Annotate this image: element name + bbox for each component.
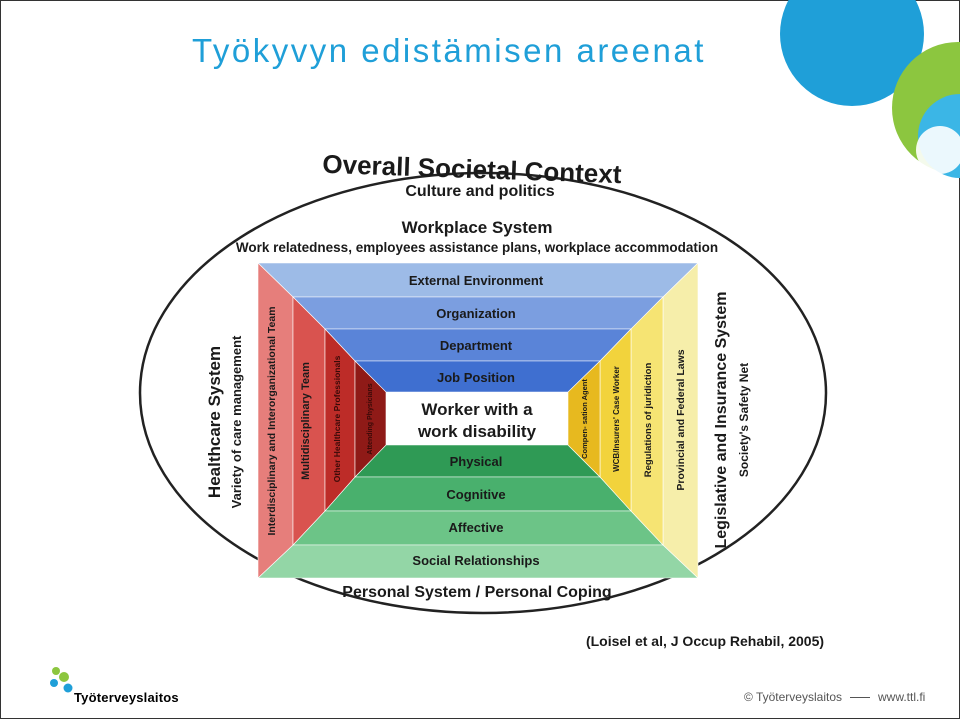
wcb-insurers-label: WCB/Insurers' Case Worker <box>612 366 621 472</box>
healthcare-system-subtitle: Variety of care management <box>229 335 244 508</box>
left-layers <box>257 262 387 579</box>
physical-label: Physical <box>450 454 503 469</box>
center-box <box>386 392 568 445</box>
multidisciplinary-team-label: Multidisciplinary Team <box>300 362 312 480</box>
workplace-system-title: Workplace System <box>402 218 553 237</box>
social-relationships-label: Social Relationships <box>412 553 539 568</box>
ttl-logo-icon <box>50 667 73 693</box>
legislative-system-subtitle: Society's Safety Net <box>737 363 751 477</box>
provincial-federal-laws-label: Provincial and Federal Laws <box>675 349 687 490</box>
workplace-system-subtitle: Work relatedness, employees assistance p… <box>236 240 718 255</box>
culture-politics-label: Culture and politics <box>405 183 554 200</box>
societal-context-ellipse <box>138 171 828 615</box>
external-environment-label: External Environment <box>409 273 544 288</box>
footer-url[interactable]: www.ttl.fi <box>878 690 926 704</box>
job-position-label: Job Position <box>437 370 515 385</box>
personal-system-label: Personal System / Personal Coping <box>342 584 611 601</box>
bottom-layers <box>257 444 699 579</box>
copyright-text: © Työterveyslaitos <box>744 690 842 704</box>
compensation-agent-label: Compen- sation Agent <box>580 379 589 459</box>
organization-label: Organization <box>436 306 516 321</box>
decorative-circles <box>780 0 960 178</box>
top-layers <box>257 262 699 393</box>
other-healthcare-label: Other Healthcare Professionals <box>332 355 342 482</box>
decor-circle-blue <box>780 0 924 106</box>
regulations-label: Regulations of juridiction <box>643 363 654 478</box>
cognitive-label: Cognitive <box>446 487 505 502</box>
footer-separator <box>850 697 870 699</box>
attending-physicians-label: Attending Physicians <box>367 383 374 454</box>
citation: (Loisel et al, J Occup Rehabil, 2005) <box>586 633 824 649</box>
decor-circle-white <box>916 126 960 174</box>
footer: © Työterveyslaitos www.ttl.fi <box>744 690 925 704</box>
healthcare-system-title: Healthcare System <box>205 346 224 498</box>
legislative-system-title: Legislative and Insurance System <box>713 292 730 549</box>
logo-text: Työterveyslaitos <box>74 690 179 705</box>
affective-label: Affective <box>449 520 504 535</box>
department-label: Department <box>440 338 513 353</box>
interdisciplinary-team-label: Interdisciplinary and Interorganizationa… <box>266 306 278 535</box>
worker-label-line2: work disability <box>417 422 537 441</box>
worker-label-line1: Worker with a <box>421 400 533 419</box>
slide-title: Työkyvyn edistämisen areenat <box>192 32 706 69</box>
right-layers <box>567 262 699 579</box>
